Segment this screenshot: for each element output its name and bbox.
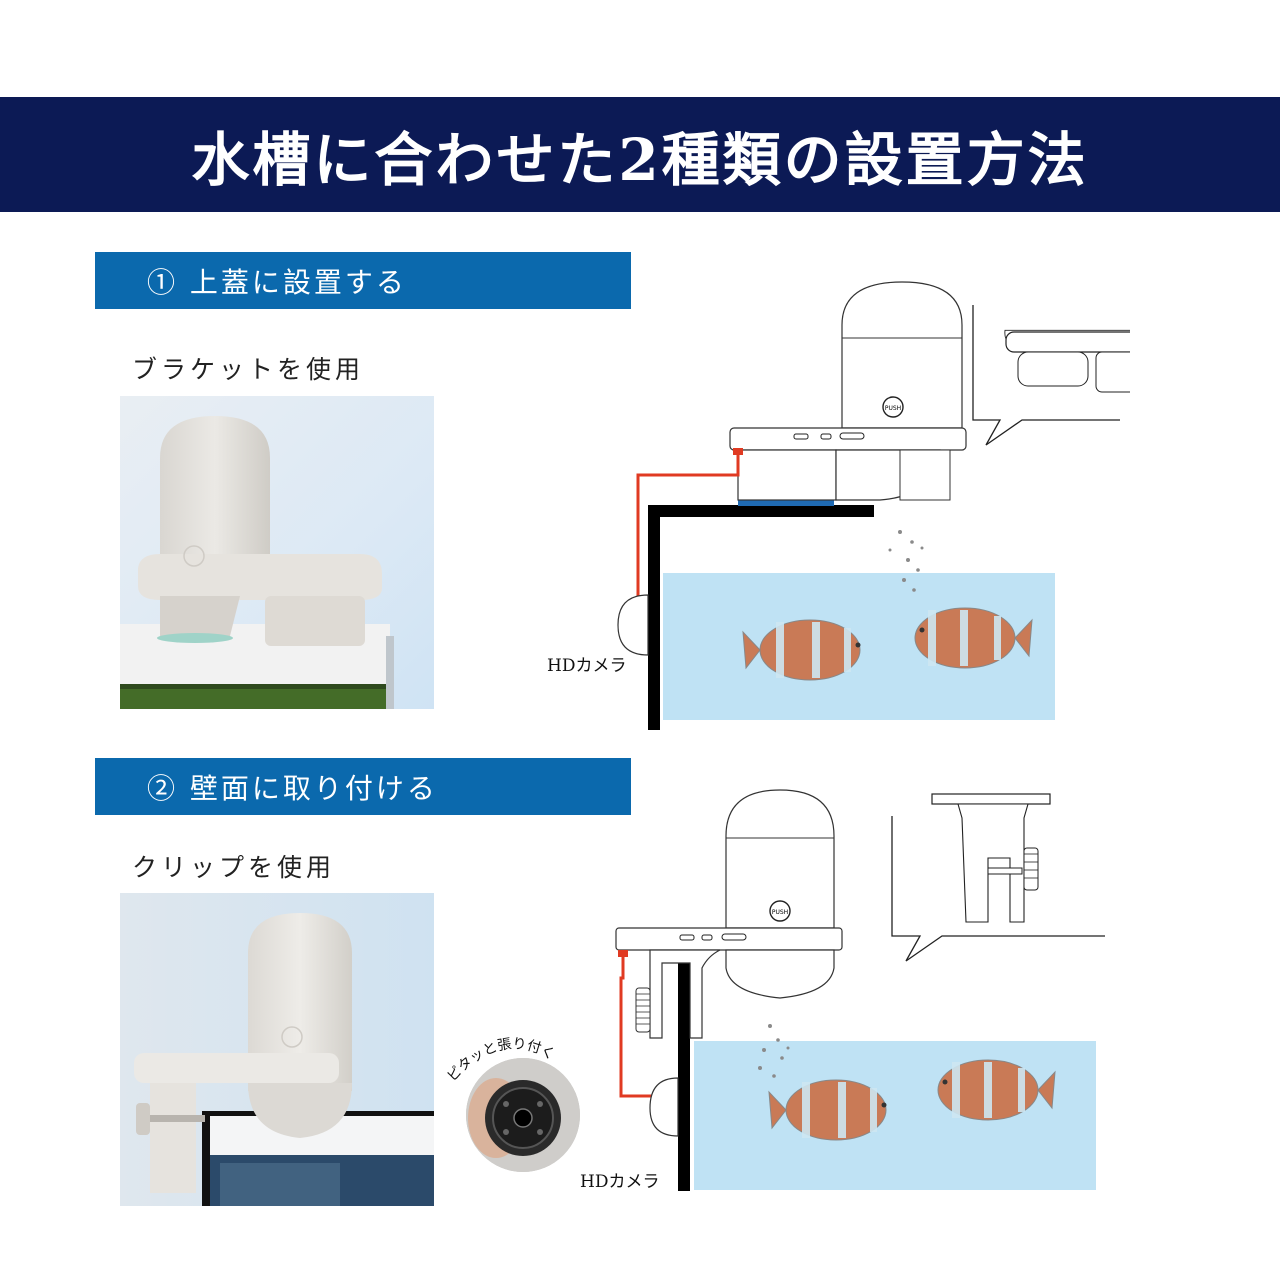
clownfish-icon	[937, 1059, 1056, 1121]
lid-mount-diagram: PUSH	[617, 281, 1130, 730]
section-1-subtitle: ブラケットを使用	[132, 355, 365, 384]
clownfish-icon	[768, 1079, 887, 1141]
section-1-bar: ① 上蓋に設置する	[95, 252, 631, 309]
push-button-label-2: PUSH	[772, 909, 788, 916]
hd-camera-label-2: HDカメラ	[580, 1172, 660, 1192]
wall-mount-diagram: PUSH	[615, 789, 1105, 1191]
clownfish-icon	[914, 607, 1033, 669]
hd-camera-label-1: HDカメラ	[547, 656, 627, 676]
magnet-attach-photo	[466, 1058, 580, 1172]
bracket-product-photo	[120, 396, 434, 709]
magnet-caption: ピタッと張り付く	[444, 1036, 557, 1085]
magnet-caption-arc: ピタッと張り付く	[444, 1036, 557, 1085]
page-title: 水槽に合わせた2種類の設置方法	[191, 125, 1089, 194]
section-2-subtitle: クリップを使用	[132, 853, 336, 882]
section-1-title: ① 上蓋に設置する	[147, 265, 407, 299]
clownfish-icon	[742, 619, 861, 681]
push-button-label: PUSH	[885, 405, 901, 412]
svg-text:ピタッと張り付く: ピタッと張り付く	[444, 1036, 557, 1085]
section-2-bar: ② 壁面に取り付ける	[95, 758, 631, 815]
clip-product-photo	[120, 893, 434, 1206]
section-2-title: ② 壁面に取り付ける	[147, 771, 438, 805]
page-title-banner: 水槽に合わせた2種類の設置方法	[0, 97, 1280, 212]
